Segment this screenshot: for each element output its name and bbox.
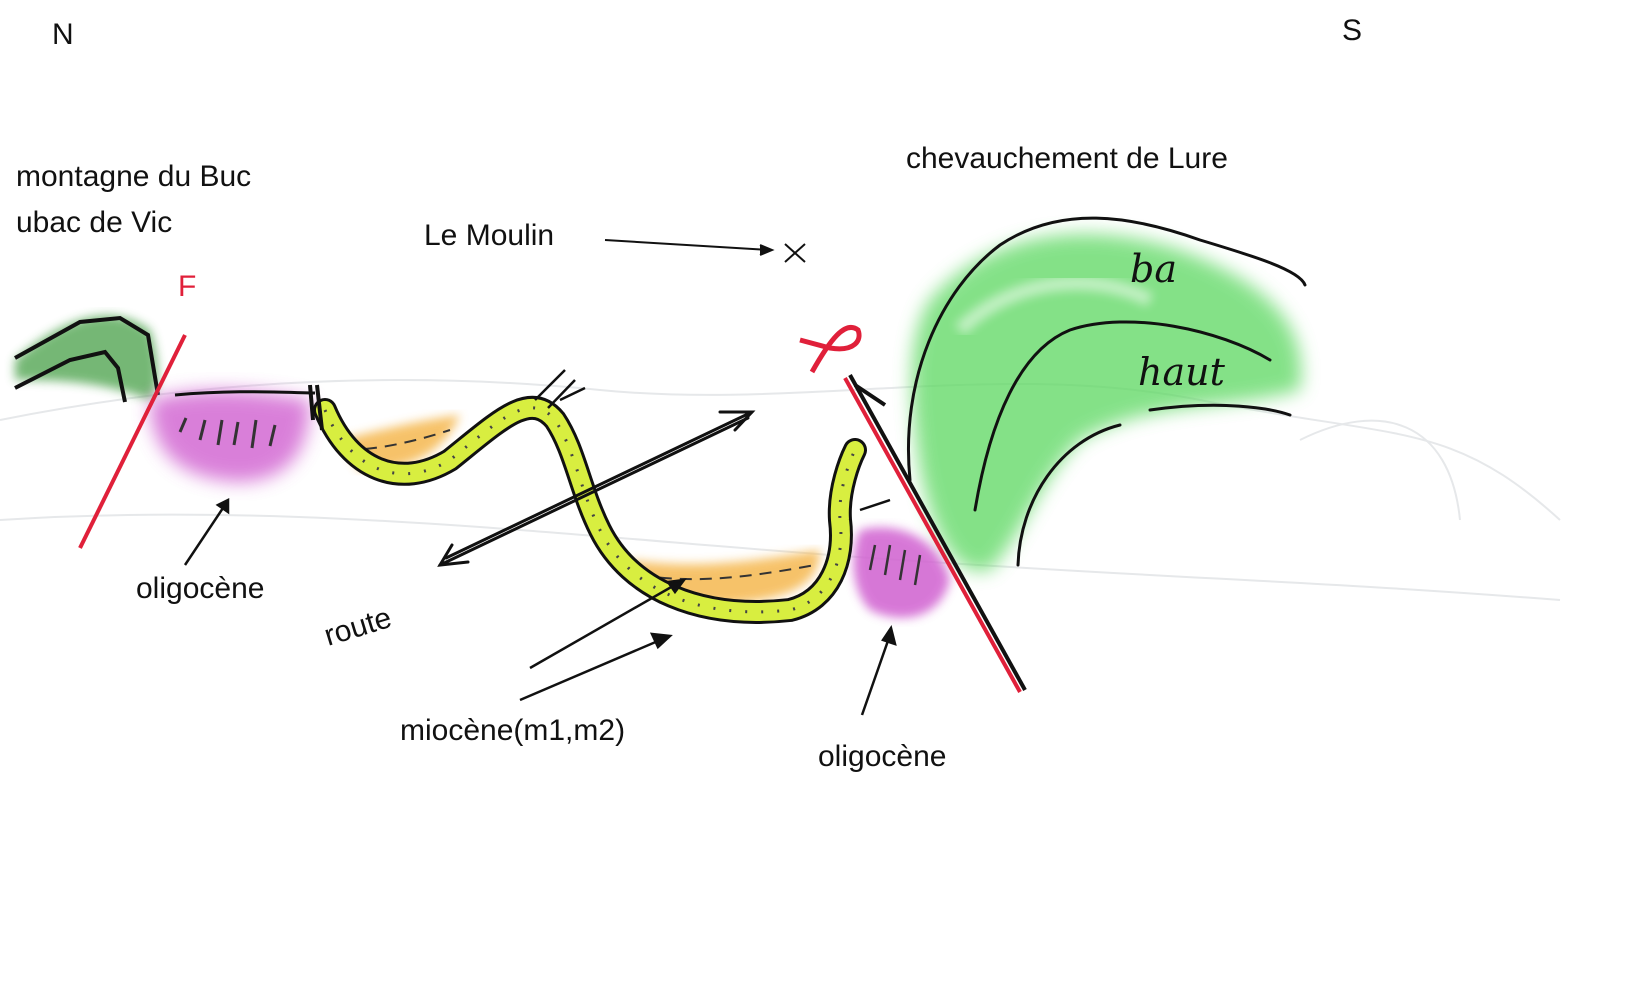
limestone-fold-green	[911, 234, 1302, 572]
oligocene-left-label: oligocène	[136, 572, 264, 605]
label-arrows	[183, 497, 897, 716]
miocene-label: miocène(m1,m2)	[400, 714, 625, 747]
mountain-label: montagne du Buc	[16, 160, 251, 193]
miocene-yellow-band	[308, 369, 891, 624]
south-label: S	[1342, 14, 1362, 47]
road-arrow	[437, 410, 756, 567]
fault-f-line	[78, 334, 187, 549]
mill-label: Le Moulin	[424, 219, 554, 252]
road-label: route	[320, 601, 395, 653]
upper-label: haut	[1138, 350, 1226, 394]
fold-strata-lines	[906, 216, 1307, 567]
oligocene-right-label: oligocène	[818, 740, 946, 773]
le-moulin-pointer	[604, 239, 806, 263]
left-green-strata	[14, 315, 160, 403]
oligocene-right-magenta	[853, 527, 950, 618]
north-label: N	[52, 18, 74, 51]
lower-label: ba	[1130, 247, 1177, 291]
thrust-fault	[843, 374, 1027, 693]
oligocene-left-magenta	[150, 390, 316, 482]
ubac-label: ubac de Vic	[16, 206, 172, 239]
thrust-symbol-icon	[799, 325, 862, 374]
thrust-label: chevauchement de Lure	[906, 142, 1228, 175]
fault-label: F	[178, 270, 196, 303]
